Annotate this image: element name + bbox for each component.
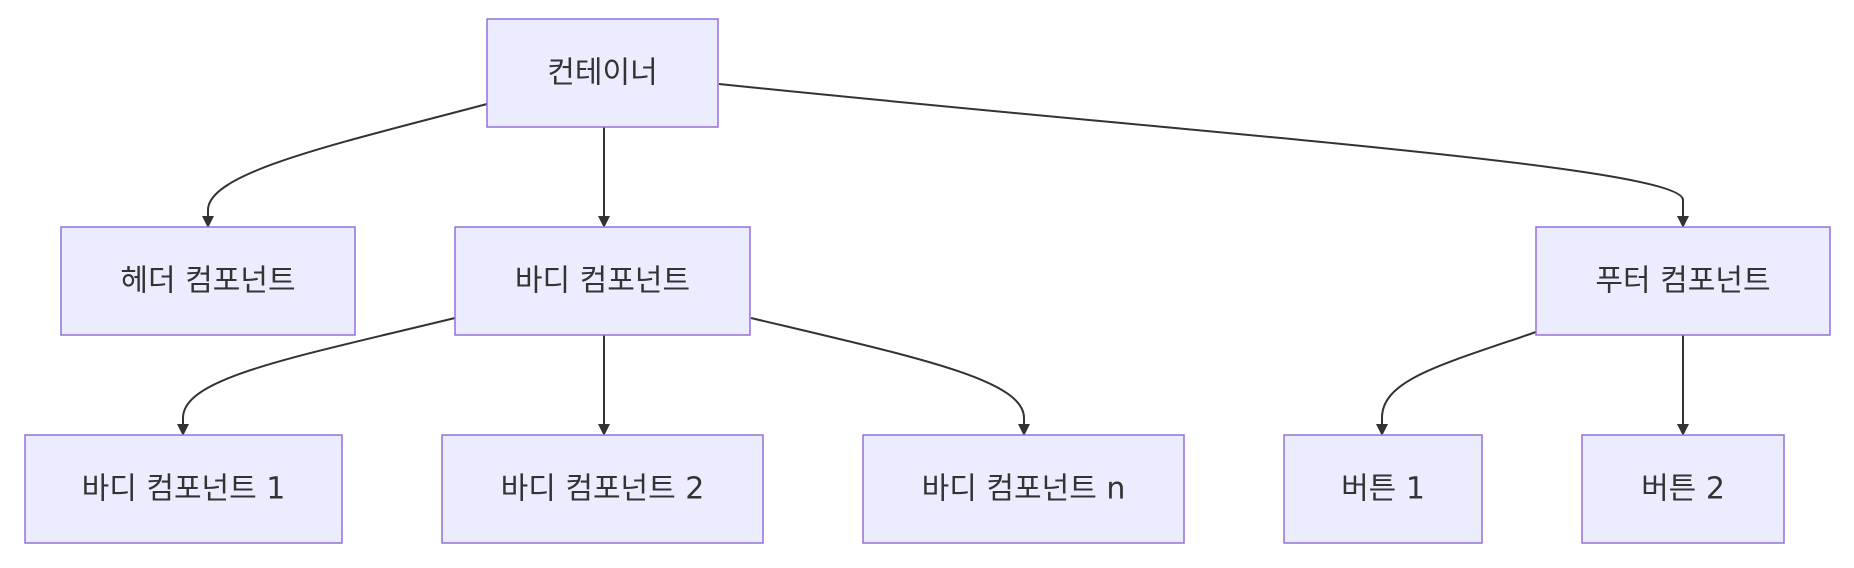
node-header: 헤더 컴포넌트 (60, 226, 356, 336)
node-body2-label: 바디 컴포넌트 2 (501, 472, 705, 507)
node-container: 컨테이너 (486, 18, 719, 128)
node-header-label: 헤더 컴포넌트 (120, 264, 295, 299)
node-button1: 버튼 1 (1283, 434, 1483, 544)
node-body1-label: 바디 컴포넌트 1 (82, 472, 286, 507)
edge-footer-button1 (1376, 331, 1537, 436)
node-button1-label: 버튼 1 (1341, 472, 1425, 507)
edge-body-bodyn (750, 317, 1030, 436)
node-button2: 버튼 2 (1581, 434, 1785, 544)
node-container-label: 컨테이너 (547, 56, 657, 91)
node-body: 바디 컴포넌트 (454, 226, 751, 336)
node-body2: 바디 컴포넌트 2 (441, 434, 764, 544)
edge-container-footer (718, 83, 1689, 228)
node-button2-label: 버튼 2 (1641, 472, 1725, 507)
edge-body-body1 (177, 317, 456, 436)
node-bodyn: 바디 컴포넌트 n (862, 434, 1185, 544)
node-bodyn-label: 바디 컴포넌트 n (922, 472, 1126, 507)
node-footer-label: 푸터 컴포넌트 (1595, 264, 1770, 299)
node-footer: 푸터 컴포넌트 (1535, 226, 1831, 336)
node-body1: 바디 컴포넌트 1 (24, 434, 343, 544)
node-body-label: 바디 컴포넌트 (515, 264, 690, 299)
edge-container-header (202, 103, 488, 228)
edges (177, 83, 1689, 436)
